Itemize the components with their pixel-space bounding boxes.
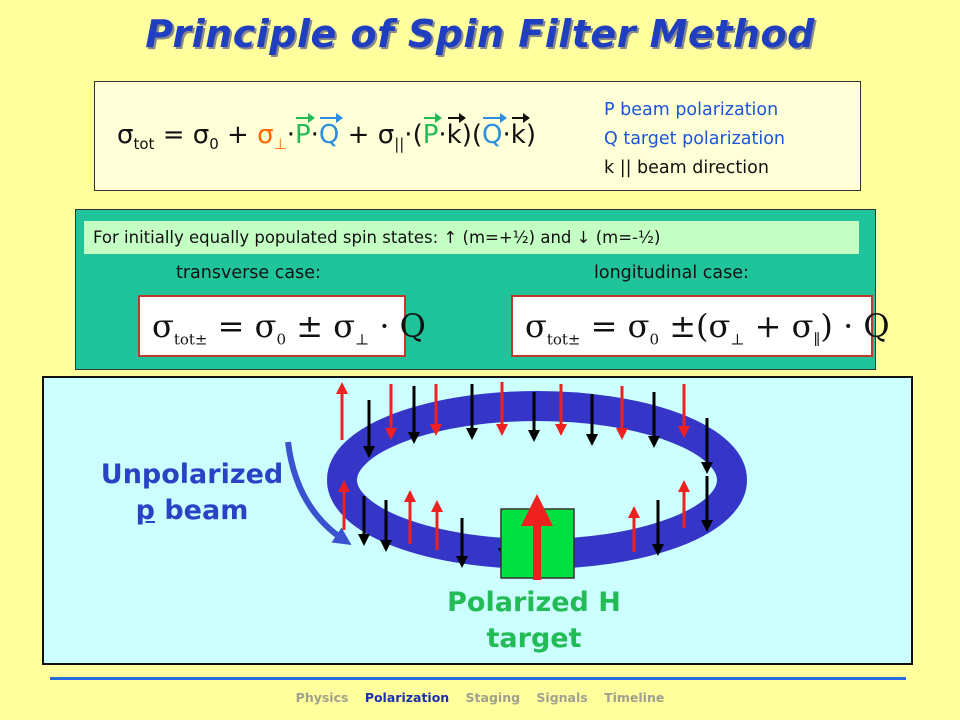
- footer-divider: [50, 677, 906, 680]
- p-vector: P: [294, 113, 315, 150]
- q-vector: Q: [318, 113, 344, 150]
- spin-filter-diagram: Unpolarized p beam Polarized H target: [42, 376, 913, 665]
- spin-arrows: [336, 382, 713, 568]
- nav-timeline[interactable]: Timeline: [604, 690, 665, 705]
- nav-physics[interactable]: Physics: [295, 690, 349, 705]
- spin-states-box: For initially equally populated spin sta…: [75, 209, 890, 370]
- slide-title: Principle of Spin Filter Method: [145, 12, 815, 56]
- polarized-target-label: Polarized H target: [447, 587, 621, 654]
- ring-diagram: [285, 382, 747, 580]
- curved-arrow-icon: [285, 441, 352, 545]
- nav-signals[interactable]: Signals: [536, 690, 588, 705]
- transverse-label: transverse case:: [176, 263, 321, 283]
- nav-polarization[interactable]: Polarization: [364, 690, 450, 705]
- formula-legend: P beam polarization Q target polarizatio…: [604, 96, 785, 183]
- footer-nav: Physics Polarization Staging Signals Tim…: [0, 690, 960, 705]
- nav-staging[interactable]: Staging: [465, 690, 521, 705]
- longitudinal-label: longitudinal case:: [594, 263, 749, 283]
- legend-p: P beam polarization: [604, 100, 779, 120]
- unpolarized-beam-label: Unpolarized p beam: [100, 459, 284, 526]
- transverse-formula: σtot± = σ0 ± σ⊥ · Q: [138, 295, 426, 357]
- legend-k: k || beam direction: [604, 158, 769, 178]
- legend-q: Q target polarization: [604, 129, 785, 149]
- longitudinal-formula: σtot± = σ0 ±(σ⊥ + σ∥) · Q: [511, 295, 890, 357]
- cross-section-formula: σtot = σ0 + σ⊥·P·Q + σ||·(P·k)(Q·k): [117, 113, 536, 154]
- spin-states-intro: For initially equally populated spin sta…: [84, 221, 859, 254]
- formula-box: σtot = σ0 + σ⊥·P·Q + σ||·(P·k)(Q·k) P be…: [94, 81, 861, 191]
